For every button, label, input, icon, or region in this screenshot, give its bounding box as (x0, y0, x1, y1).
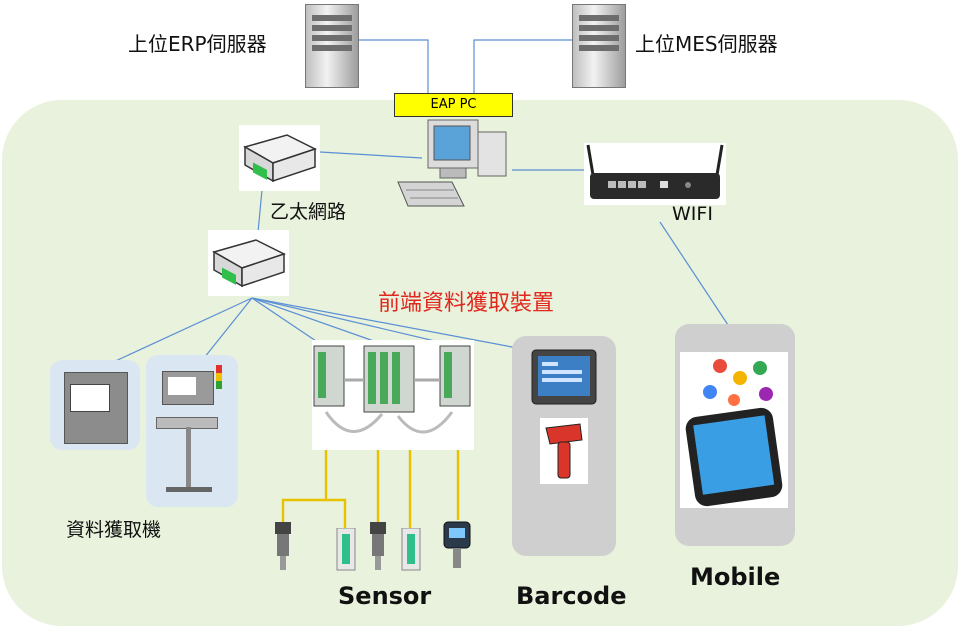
desktop-pc-icon (397, 119, 507, 207)
daq-terminal-stand (146, 355, 238, 507)
mes-server-icon (572, 4, 626, 88)
mobile-label: Mobile (690, 563, 781, 591)
barcode-label: Barcode (516, 582, 627, 610)
eap-pc-label: EAP PC (394, 93, 513, 117)
pressure-sensor-icon (275, 522, 291, 570)
erp-server-label: 上位ERP伺服器 (128, 32, 267, 56)
erp-to-eap-link (358, 39, 429, 93)
daq-label: 資料獲取機 (66, 519, 162, 541)
network-switch-icon (239, 125, 320, 191)
ethernet-label: 乙太網路 (270, 201, 347, 223)
smartphone-icon (680, 352, 788, 508)
temperature-sensor-icon (401, 528, 421, 571)
temperature-sensor-icon (336, 528, 356, 571)
barcode-scanner-icon (540, 418, 588, 484)
mes-server-label: 上位MES伺服器 (635, 32, 778, 56)
front-end-title: 前端資料獲取裝置 (378, 291, 555, 316)
plc-module-icon (312, 340, 474, 450)
network-switch-icon (208, 230, 289, 296)
level-sensor-icon (443, 521, 471, 568)
touch-panel-icon (531, 349, 597, 405)
wifi-router-icon (584, 143, 726, 205)
sensor-label: Sensor (338, 582, 432, 610)
pressure-sensor-icon (370, 522, 386, 570)
mes-to-eap-link (473, 39, 572, 93)
daq-terminal-wall (50, 360, 140, 450)
wifi-label: WIFI (672, 203, 713, 225)
erp-server-icon (305, 4, 359, 88)
